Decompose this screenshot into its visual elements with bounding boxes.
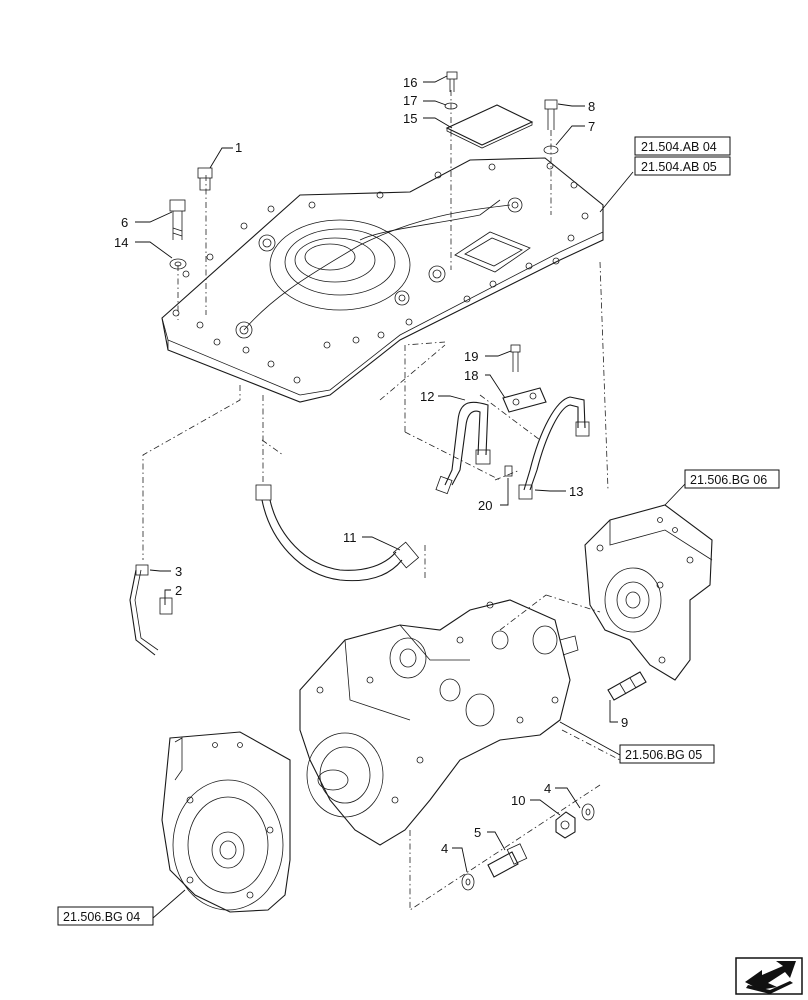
callout-14: 14 bbox=[114, 235, 128, 250]
callout-18: 18 bbox=[464, 368, 478, 383]
reference-labels: 21.504.AB 04 21.504.AB 05 21.506.BG 06 2… bbox=[57, 136, 780, 926]
ref-box-21-504-ab-05[interactable]: 21.504.AB 05 bbox=[634, 156, 731, 176]
callout-15: 15 bbox=[403, 111, 417, 126]
top-cover-parts bbox=[169, 71, 559, 270]
ref-text-21-506-bg-05: 21.506.BG 05 bbox=[625, 748, 702, 762]
callout-1: 1 bbox=[235, 140, 242, 155]
callout-20: 20 bbox=[478, 498, 492, 513]
callout-12: 12 bbox=[420, 389, 434, 404]
bottom-fasteners bbox=[461, 671, 647, 891]
assembly-centerlines bbox=[142, 90, 621, 911]
callout-3: 3 bbox=[175, 564, 182, 579]
callout-4-left: 4 bbox=[441, 841, 448, 856]
callout-16: 16 bbox=[403, 75, 417, 90]
callout-numbers: 1 6 14 16 17 15 8 7 19 18 12 20 13 11 3 … bbox=[114, 75, 628, 856]
callout-4-right: 4 bbox=[544, 781, 551, 796]
ref-text-21-504-ab-04: 21.504.AB 04 bbox=[641, 140, 717, 154]
ref-box-21-504-ab-04[interactable]: 21.504.AB 04 bbox=[634, 136, 731, 156]
callout-13: 13 bbox=[569, 484, 583, 499]
leader-lines bbox=[135, 75, 686, 919]
callout-11: 11 bbox=[343, 530, 357, 545]
callout-6: 6 bbox=[121, 215, 128, 230]
callout-7: 7 bbox=[588, 119, 595, 134]
ref-text-21-506-bg-04: 21.506.BG 04 bbox=[63, 910, 140, 924]
ref-text-21-504-ab-05: 21.504.AB 05 bbox=[641, 160, 717, 174]
ref-box-21-506-bg-06[interactable]: 21.506.BG 06 bbox=[684, 469, 780, 489]
callout-8: 8 bbox=[588, 99, 595, 114]
callout-19: 19 bbox=[464, 349, 478, 364]
right-housing bbox=[584, 504, 713, 681]
next-page-arrow-icon[interactable] bbox=[735, 957, 803, 995]
callout-9: 9 bbox=[621, 715, 628, 730]
ref-box-21-506-bg-05[interactable]: 21.506.BG 05 bbox=[619, 744, 715, 764]
mounting-plate bbox=[161, 157, 604, 403]
ref-text-21-506-bg-06: 21.506.BG 06 bbox=[690, 473, 767, 487]
ref-box-21-506-bg-04[interactable]: 21.506.BG 04 bbox=[57, 906, 154, 926]
hydraulic-hoses bbox=[129, 344, 590, 656]
transmission-assembly bbox=[299, 599, 579, 846]
callout-2: 2 bbox=[175, 583, 182, 598]
left-housing bbox=[161, 731, 291, 913]
callout-10: 10 bbox=[511, 793, 525, 808]
callout-5: 5 bbox=[474, 825, 481, 840]
callout-17: 17 bbox=[403, 93, 417, 108]
